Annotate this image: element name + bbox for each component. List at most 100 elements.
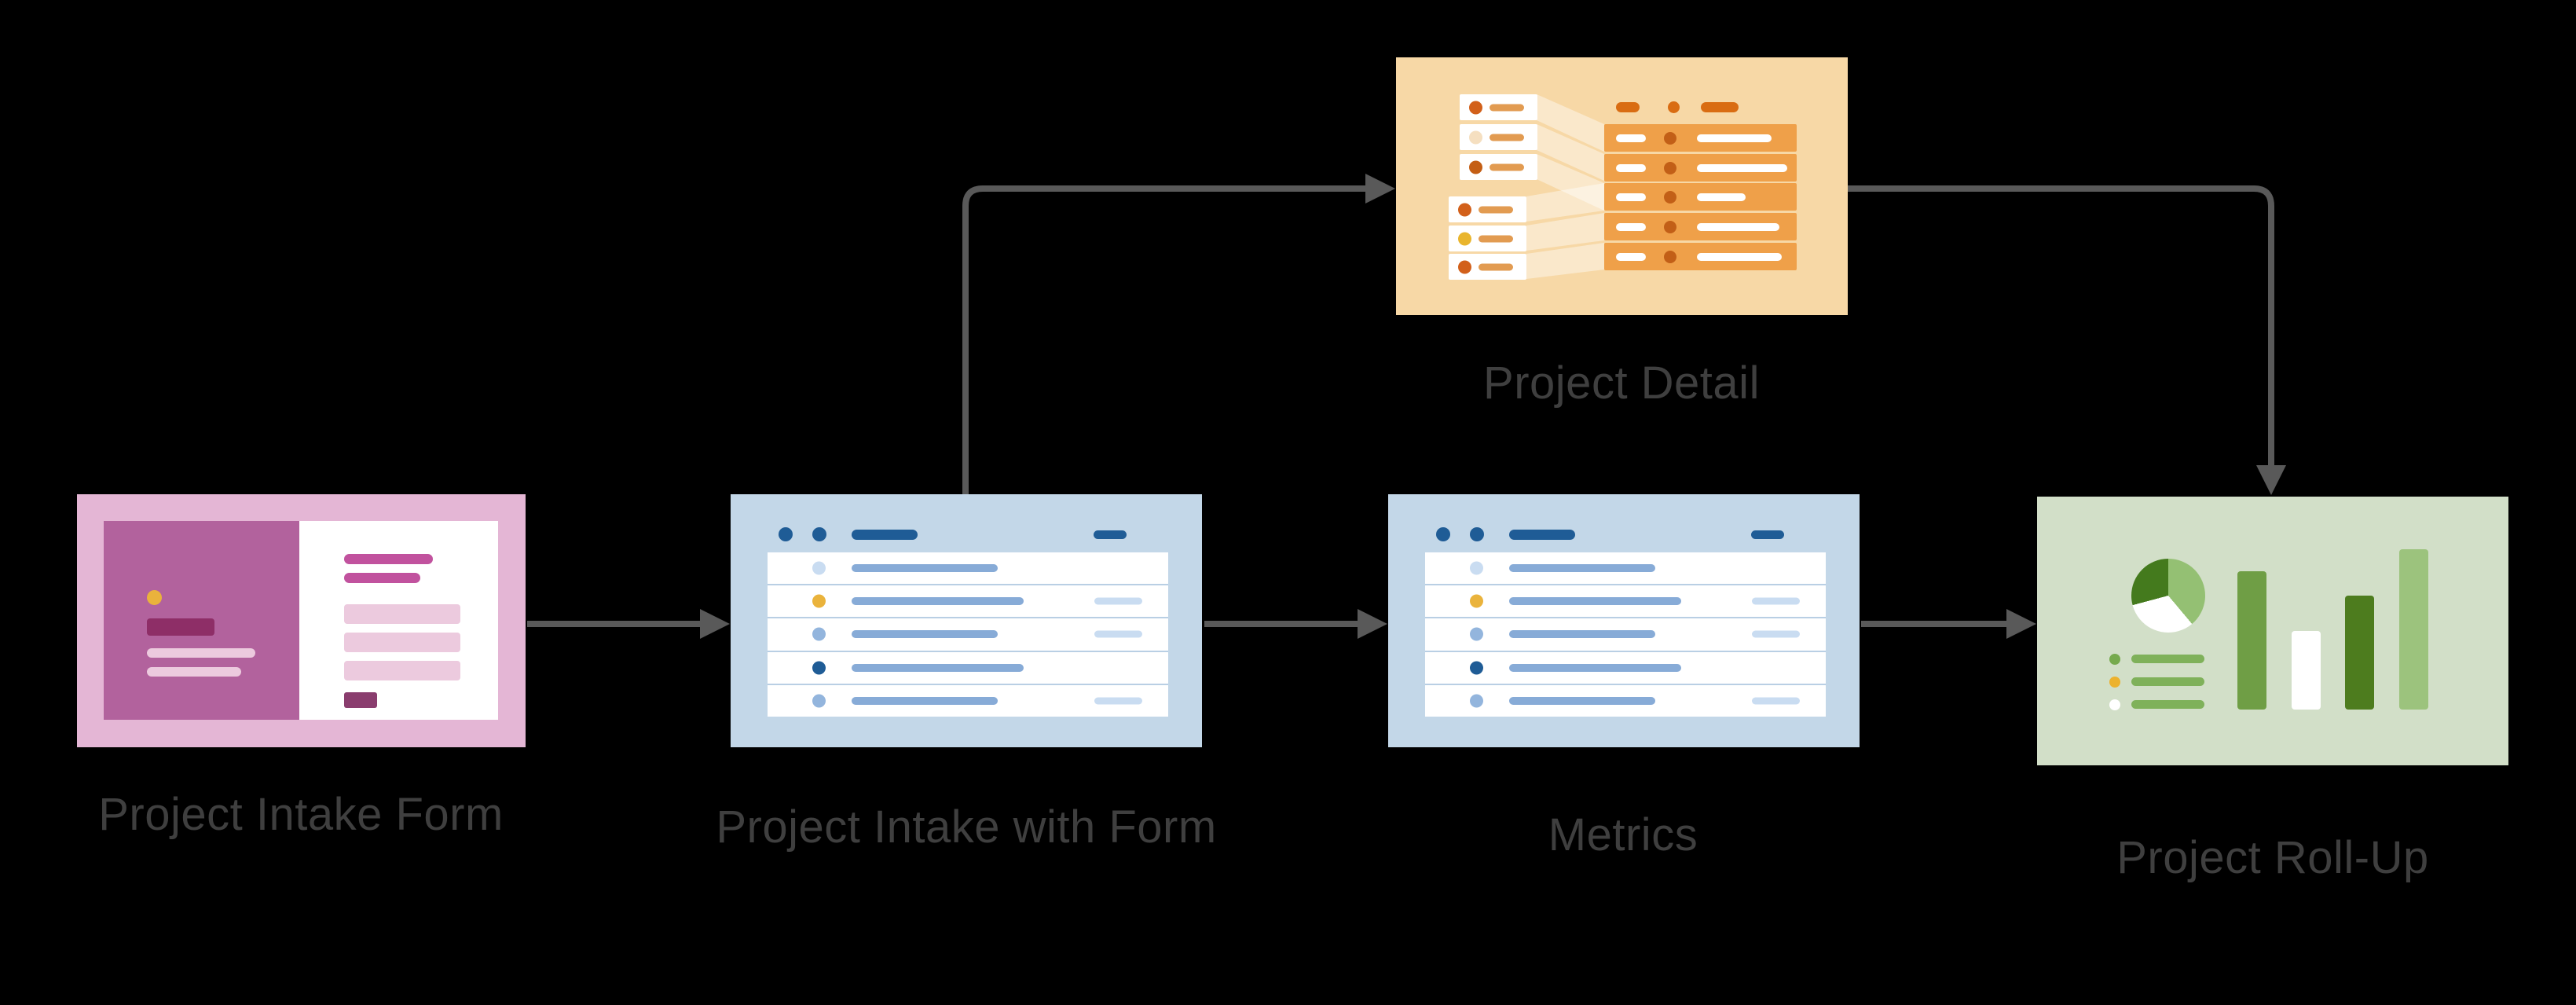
row-status-dot-icon	[1470, 594, 1483, 608]
form-field	[344, 661, 460, 680]
form-thumbnail-side-panel	[104, 521, 299, 720]
cell-dot-icon	[1664, 190, 1676, 204]
row-text-bar	[852, 663, 1024, 672]
edge-project-detail-to-roll-up	[1848, 185, 2274, 467]
arrowhead-icon	[1358, 609, 1387, 639]
row-text-bar	[852, 564, 998, 573]
record-dot-icon	[1458, 260, 1471, 273]
source-record-row	[1449, 226, 1526, 251]
row-meta-bar	[1752, 630, 1800, 638]
source-record-row	[1460, 94, 1537, 120]
cell-dot-icon	[1664, 220, 1676, 233]
detail-table-row	[1604, 154, 1797, 182]
form-heading-line	[344, 573, 420, 583]
form-thumbnail-form-panel	[299, 521, 498, 720]
source-record-row	[1460, 124, 1537, 150]
cell-bar	[1616, 252, 1646, 261]
record-text-bar	[1479, 206, 1513, 213]
row-text-bar	[1509, 630, 1655, 639]
header-action-bar	[1751, 530, 1784, 539]
edge-intake-list-to-project-detail	[962, 185, 1367, 495]
legend-dot-icon	[2109, 654, 2120, 665]
record-list	[768, 552, 1168, 717]
row-divider	[1425, 683, 1826, 685]
row-divider	[1425, 650, 1826, 652]
list-row	[1425, 685, 1826, 717]
list-row	[1425, 652, 1826, 684]
row-divider	[768, 617, 1168, 619]
node-project-intake-with-form[interactable]	[731, 494, 1202, 747]
record-text-bar	[1479, 235, 1513, 242]
cell-bar	[1616, 222, 1646, 231]
row-text-bar	[852, 696, 998, 705]
header-dot-icon	[812, 527, 826, 541]
pie-chart-icon	[2131, 559, 2205, 633]
list-row	[768, 585, 1168, 617]
header-action-bar	[1094, 530, 1127, 539]
record-dot-icon	[1469, 101, 1482, 114]
row-status-dot-icon	[1470, 627, 1483, 641]
header-title-bar	[852, 530, 918, 540]
header-dot-icon	[1470, 527, 1484, 541]
node-project-roll-up[interactable]	[2037, 497, 2508, 765]
node-label: Project Intake with Form	[716, 801, 1217, 853]
row-meta-bar	[1094, 630, 1142, 638]
row-divider	[1425, 617, 1826, 619]
row-text-bar	[1509, 564, 1655, 573]
row-text-bar	[1509, 597, 1681, 606]
form-field	[344, 604, 460, 624]
row-text-bar	[1509, 696, 1655, 705]
cell-bar	[1697, 134, 1772, 142]
row-text-bar	[852, 630, 998, 639]
cell-bar	[1697, 193, 1746, 201]
form-heading-line	[344, 554, 433, 564]
list-row	[1425, 552, 1826, 584]
row-status-dot-icon	[1470, 561, 1483, 575]
title-block	[147, 618, 214, 636]
row-status-dot-icon	[812, 594, 826, 608]
row-status-dot-icon	[812, 694, 826, 708]
header-title-bar	[1509, 530, 1575, 540]
row-divider	[768, 650, 1168, 652]
source-record-row	[1449, 254, 1526, 280]
arrowhead-icon	[2006, 609, 2036, 639]
record-list	[1425, 552, 1826, 717]
node-project-intake-form[interactable]	[77, 494, 526, 747]
cell-bar	[1697, 222, 1779, 231]
submit-button-shape	[344, 692, 377, 708]
list-row	[1425, 585, 1826, 617]
cell-bar	[1616, 134, 1646, 142]
row-meta-bar	[1752, 697, 1800, 705]
node-label: Project Detail	[1483, 358, 1760, 409]
header-dot-icon	[779, 527, 793, 541]
table-header-dash	[1616, 102, 1640, 112]
source-record-row	[1460, 154, 1537, 180]
detail-table-row	[1604, 243, 1797, 270]
record-dot-icon	[1458, 232, 1471, 245]
record-text-bar	[1490, 163, 1524, 171]
row-meta-bar	[1094, 697, 1142, 705]
source-record-row	[1449, 196, 1526, 222]
cell-dot-icon	[1664, 131, 1676, 145]
cell-bar	[1697, 252, 1782, 261]
node-metrics[interactable]	[1388, 494, 1860, 747]
text-line	[147, 648, 255, 658]
node-project-detail[interactable]	[1396, 57, 1848, 315]
row-meta-bar	[1752, 597, 1800, 605]
record-text-bar	[1479, 263, 1513, 270]
table-header-dash	[1701, 102, 1739, 112]
row-divider	[768, 683, 1168, 685]
list-row	[1425, 618, 1826, 650]
list-row	[768, 685, 1168, 717]
form-field	[344, 633, 460, 652]
bar-chart-bar	[2345, 596, 2374, 710]
node-label: Metrics	[1548, 809, 1698, 860]
legend-dot-icon	[2109, 699, 2120, 710]
status-dot-icon	[147, 590, 162, 605]
record-text-bar	[1490, 134, 1524, 141]
row-text-bar	[1509, 663, 1681, 672]
row-status-dot-icon	[1470, 694, 1483, 708]
row-status-dot-icon	[812, 627, 826, 641]
record-dot-icon	[1469, 160, 1482, 174]
